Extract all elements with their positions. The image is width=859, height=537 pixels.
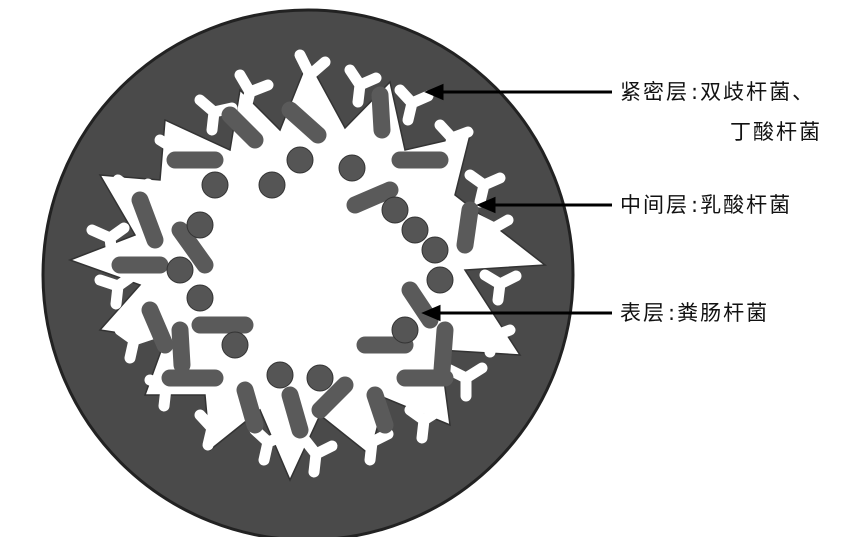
label-surface-layer: 表层:粪肠杆菌: [620, 303, 769, 324]
separator: :: [691, 193, 699, 217]
bifidobacterium: [234, 69, 274, 114]
leader-lines: [421, 83, 612, 322]
lactobacillus-rod: [171, 321, 191, 374]
enterococcus-coccus: [401, 216, 429, 244]
enterococcus-coccus: [221, 331, 249, 359]
enterococcus-coccus: [201, 171, 229, 199]
enterococcus-coccus: [426, 266, 454, 294]
bifidobacterium: [472, 214, 514, 252]
lactobacillus-rod: [141, 301, 174, 354]
bifidobacterium: [94, 270, 138, 310]
label-middle-layer: 中间层:乳酸杆菌: [620, 195, 792, 216]
enterococcus-coccus: [391, 316, 419, 344]
enterococcus-coccus: [286, 146, 314, 174]
bifidobacterium: [394, 84, 434, 126]
enterococcus-coccus: [306, 364, 334, 392]
lactobacillus-rod: [281, 101, 327, 144]
lactobacillus-rod: [221, 106, 264, 149]
lactobacillus-rod: [131, 191, 164, 249]
bifidobacterium: [444, 362, 488, 402]
bifidobacterium: [404, 404, 446, 444]
enterococcus-coccus: [186, 284, 214, 312]
bifidobacterium: [344, 64, 382, 108]
bifidobacterium: [479, 269, 522, 306]
lactobacillus-rod: [456, 201, 479, 254]
enterococcus-coccus: [166, 256, 194, 284]
label-tight-layer-line2: 丁酸杆菌: [730, 122, 822, 143]
bacteria-names: 双歧杆菌、: [700, 80, 816, 104]
lactobacillus-rod: [171, 221, 214, 274]
bifidobacterium: [249, 424, 290, 466]
separator: :: [691, 80, 699, 104]
lactobacillus-rod: [281, 386, 309, 439]
bifidobacterium: [434, 119, 474, 161]
enterococcus-coccus: [186, 211, 214, 239]
bifidobacterium: [86, 222, 130, 262]
enterococcus-layer: [166, 146, 454, 392]
arrowhead-tight: [424, 83, 444, 101]
bifidobacterium: [294, 49, 331, 98]
bacteria-names: 粪肠杆菌: [677, 301, 770, 325]
lactobacillus-rod: [346, 181, 399, 214]
lactobacillus-rod: [366, 386, 394, 434]
enterococcus-coccus: [381, 196, 409, 224]
enterococcus-coccus: [338, 154, 366, 182]
enterococcus-coccus: [421, 236, 449, 264]
enterococcus-coccus: [266, 361, 294, 389]
bifidobacterium: [299, 434, 338, 478]
layer-name: 紧密层: [620, 80, 689, 104]
lactobacillus-rod: [311, 376, 354, 419]
layer-name: 中间层: [620, 193, 689, 217]
arrowhead-middle: [476, 196, 496, 214]
bifidobacterium: [114, 324, 158, 364]
lactobacillus-rod: [236, 381, 264, 434]
bifidobacterium: [464, 169, 506, 208]
bacteria-names: 丁酸杆菌: [730, 120, 822, 144]
label-tight-layer: 紧密层:双歧杆菌、: [620, 82, 815, 103]
lactobacillus-rod: [371, 86, 391, 139]
enterococcus-coccus: [258, 171, 286, 199]
layer-name: 表层: [620, 301, 666, 325]
bifidobacterium: [474, 319, 516, 358]
arrowhead-surface: [421, 304, 441, 322]
separator: :: [668, 301, 676, 325]
bifidobacterium: [354, 424, 394, 466]
bifidobacterium: [194, 409, 236, 451]
bacteria-names: 乳酸杆菌: [700, 193, 793, 217]
lactobacillus-rod: [433, 321, 454, 379]
